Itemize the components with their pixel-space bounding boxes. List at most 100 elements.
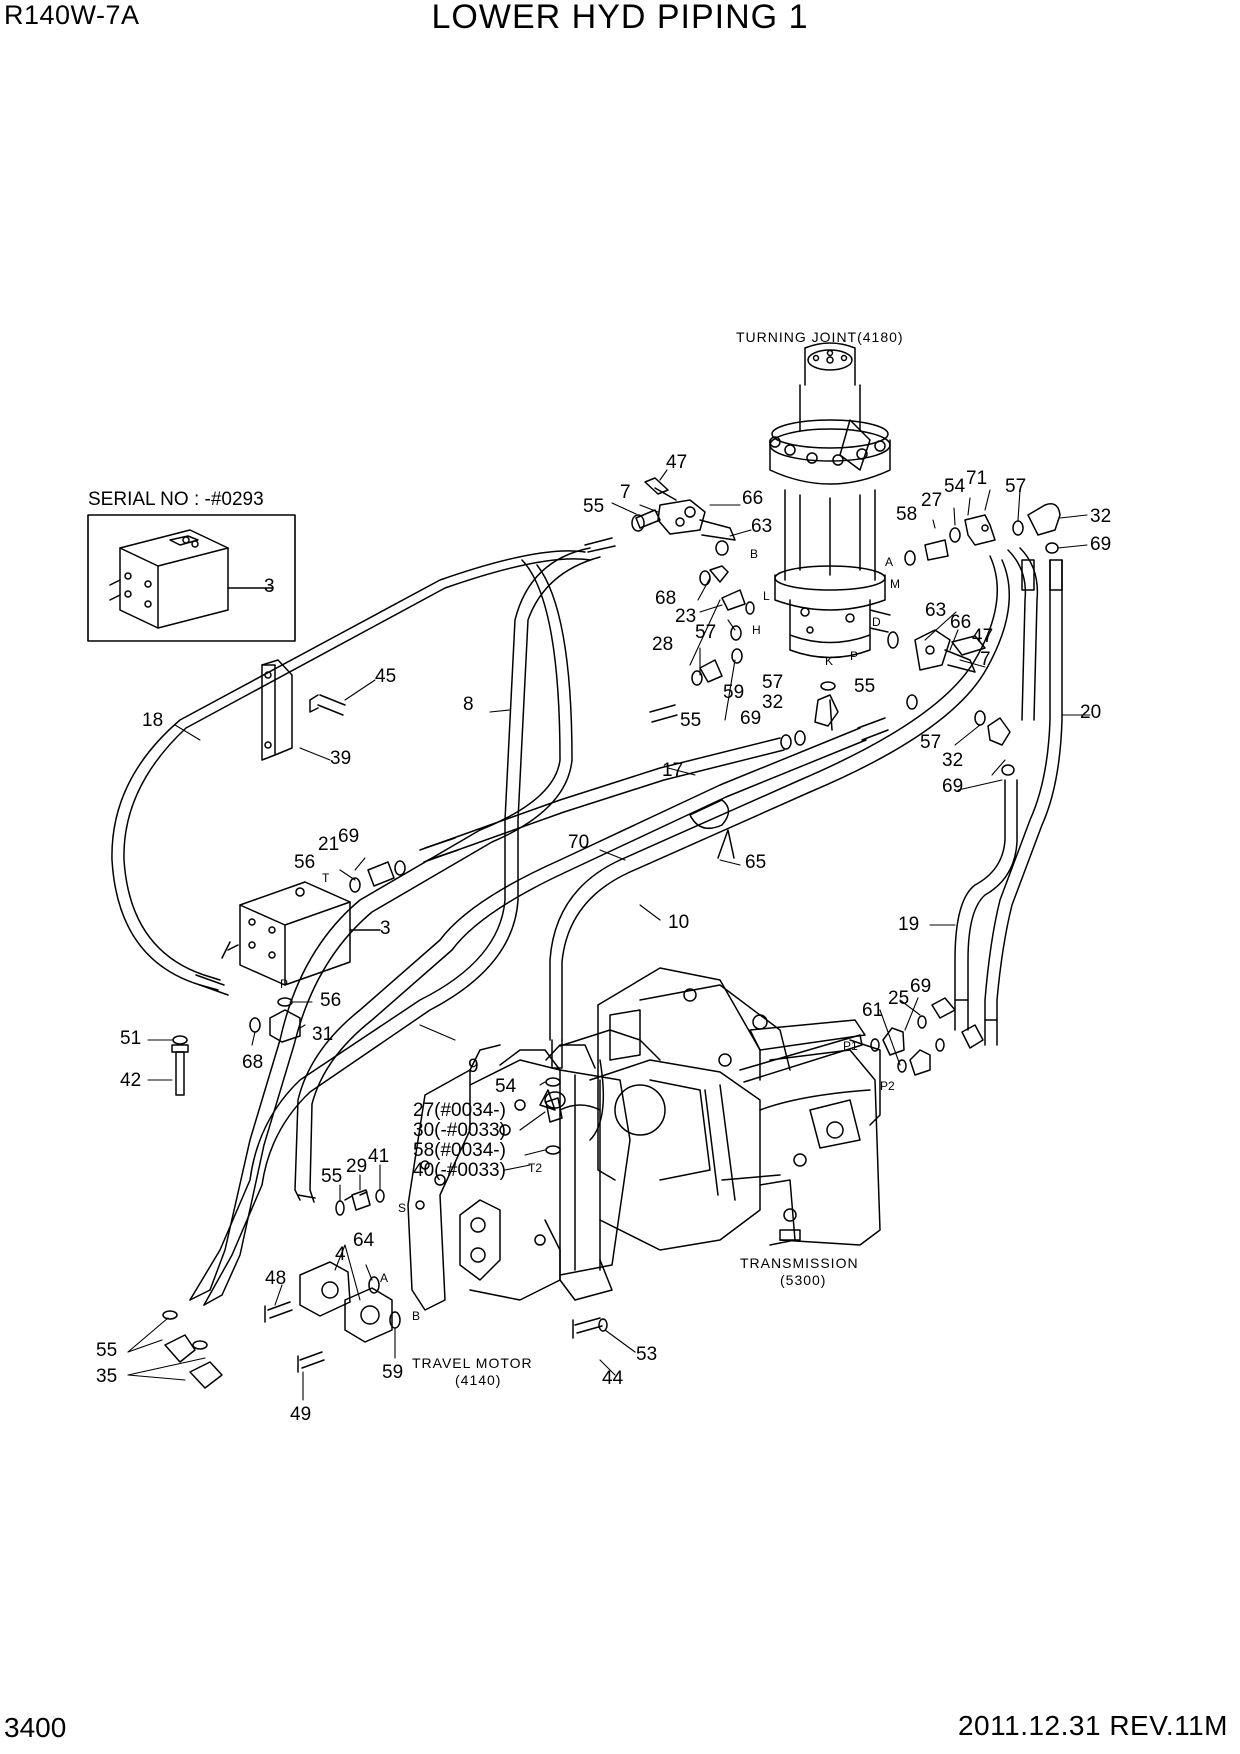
leader-lines — [127, 469, 1091, 1401]
part-label: 55 — [96, 1340, 117, 1361]
middle-fittings — [691, 565, 1015, 776]
part-label: 27 — [921, 490, 942, 511]
part-label: 41 — [368, 1146, 389, 1167]
transmission-caption: TRANSMISSION — [740, 1255, 859, 1271]
part-label: 29 — [346, 1156, 367, 1177]
lower-centre-fittings — [545, 1077, 608, 1339]
part-label: 71 — [966, 468, 987, 489]
port-label: D — [872, 615, 881, 629]
part-label: 19 — [898, 914, 919, 935]
page-title: LOWER HYD PIPING 1 — [431, 0, 809, 36]
part-number-labels: 47 7 55 66 63 58 27 54 71 57 32 69 3 68 … — [96, 452, 1111, 1425]
port-label: B — [750, 547, 758, 561]
serial-inset-box — [87, 514, 296, 642]
part-label: 66 — [950, 612, 971, 633]
part-label: 59 — [382, 1362, 403, 1383]
part-label: 69 — [1090, 534, 1111, 555]
part-label: 32 — [762, 692, 783, 713]
part-label: 40(-#0033) — [413, 1160, 506, 1181]
port-label: T — [322, 871, 330, 885]
part-label: 3 — [264, 576, 275, 597]
port-label: P2 — [880, 1079, 895, 1093]
part-label: 70 — [568, 832, 589, 853]
part-label: 53 — [636, 1344, 657, 1365]
part-label: 56 — [294, 852, 315, 873]
valve-3-fittings — [171, 860, 406, 1096]
travel-motor-4140 — [407, 1029, 661, 1311]
part-label: 54 — [944, 476, 966, 497]
part-label: 58(#0034-) — [413, 1140, 506, 1161]
part-label: 3 — [380, 918, 391, 939]
part-label: 69 — [338, 826, 359, 847]
part-label: 27(#0034-) — [413, 1100, 506, 1121]
part-label: 69 — [740, 708, 761, 729]
part-label: 32 — [942, 750, 963, 771]
port-label: P — [850, 649, 858, 663]
pipe-19 — [954, 779, 1018, 1001]
port-label: K — [825, 654, 833, 668]
part-label: 4 — [335, 1244, 346, 1265]
part-label: 68 — [655, 588, 676, 609]
part-label: 17 — [662, 760, 683, 781]
part-label: 58 — [896, 504, 917, 525]
upper-fittings-left — [631, 477, 736, 556]
part-label: 30(-#0033) — [413, 1120, 506, 1141]
part-label: 57 — [762, 672, 783, 693]
part-label: 55 — [854, 676, 875, 697]
part-label: 21 — [318, 834, 339, 855]
model-number: R140W-7A — [4, 0, 140, 30]
part-label: 47 — [666, 452, 687, 473]
turning-joint-caption: TURNING JOINT(4180) — [736, 329, 904, 345]
part-label: 45 — [375, 666, 396, 687]
part-label: 20 — [1080, 702, 1101, 723]
part-label: 28 — [652, 634, 673, 655]
part-label: 7 — [980, 649, 991, 670]
serial-number-label: SERIAL NO : -#0293 — [88, 489, 264, 510]
port-label: P1 — [843, 1039, 858, 1053]
bracket-39 — [261, 659, 346, 761]
pipe-10 — [549, 555, 1011, 1041]
pipe-20 — [984, 559, 1063, 1021]
pipe-upper-right — [1007, 547, 1039, 721]
transmission-5300 — [589, 967, 881, 1251]
pipe-18 — [111, 550, 591, 991]
pipe-17 — [419, 737, 785, 863]
part-label: 25 — [888, 988, 909, 1009]
port-labels: B A M L H D K P T P P1 P2 T2 S A B — [280, 547, 900, 1323]
port-label: T2 — [528, 1161, 542, 1175]
part-label: 7 — [620, 482, 631, 503]
revision-date: 2011.12.31 REV.11M — [957, 1710, 1228, 1741]
clamp-65 — [689, 799, 735, 859]
pipe-8 — [189, 547, 601, 1306]
component-captions: TURNING JOINT(4180) TRANSMISSION (5300) … — [88, 329, 904, 1388]
travel-motor-code: (4140) — [455, 1372, 501, 1388]
page-number: 3400 — [4, 1712, 67, 1743]
part-label: 44 — [602, 1368, 624, 1389]
part-label: 55 — [680, 710, 701, 731]
part-label: 69 — [910, 976, 931, 997]
part-label: 57 — [920, 732, 941, 753]
part-label: 66 — [742, 488, 763, 509]
valve-block-3 — [221, 881, 381, 986]
part-label: 65 — [745, 852, 766, 873]
port-label: L — [763, 589, 770, 603]
part-label: 31 — [312, 1024, 333, 1045]
part-label: 69 — [942, 776, 963, 797]
part-label: 35 — [96, 1366, 117, 1387]
port-label: A — [885, 555, 893, 569]
part-label: 51 — [120, 1028, 141, 1049]
port-label: P — [280, 977, 288, 991]
part-label: 68 — [242, 1052, 263, 1073]
part-label: 8 — [463, 694, 474, 715]
part-label: 23 — [675, 606, 696, 627]
part-label: 63 — [925, 600, 946, 621]
part-label: 42 — [120, 1070, 141, 1091]
part-label: 10 — [668, 912, 689, 933]
travel-motor-caption: TRAVEL MOTOR — [412, 1355, 533, 1371]
part-label: 64 — [353, 1230, 375, 1251]
part-label: 55 — [321, 1166, 342, 1187]
part-label: 39 — [330, 748, 351, 769]
hose-sleeves — [189, 537, 1063, 1306]
part-label: 63 — [751, 516, 772, 537]
